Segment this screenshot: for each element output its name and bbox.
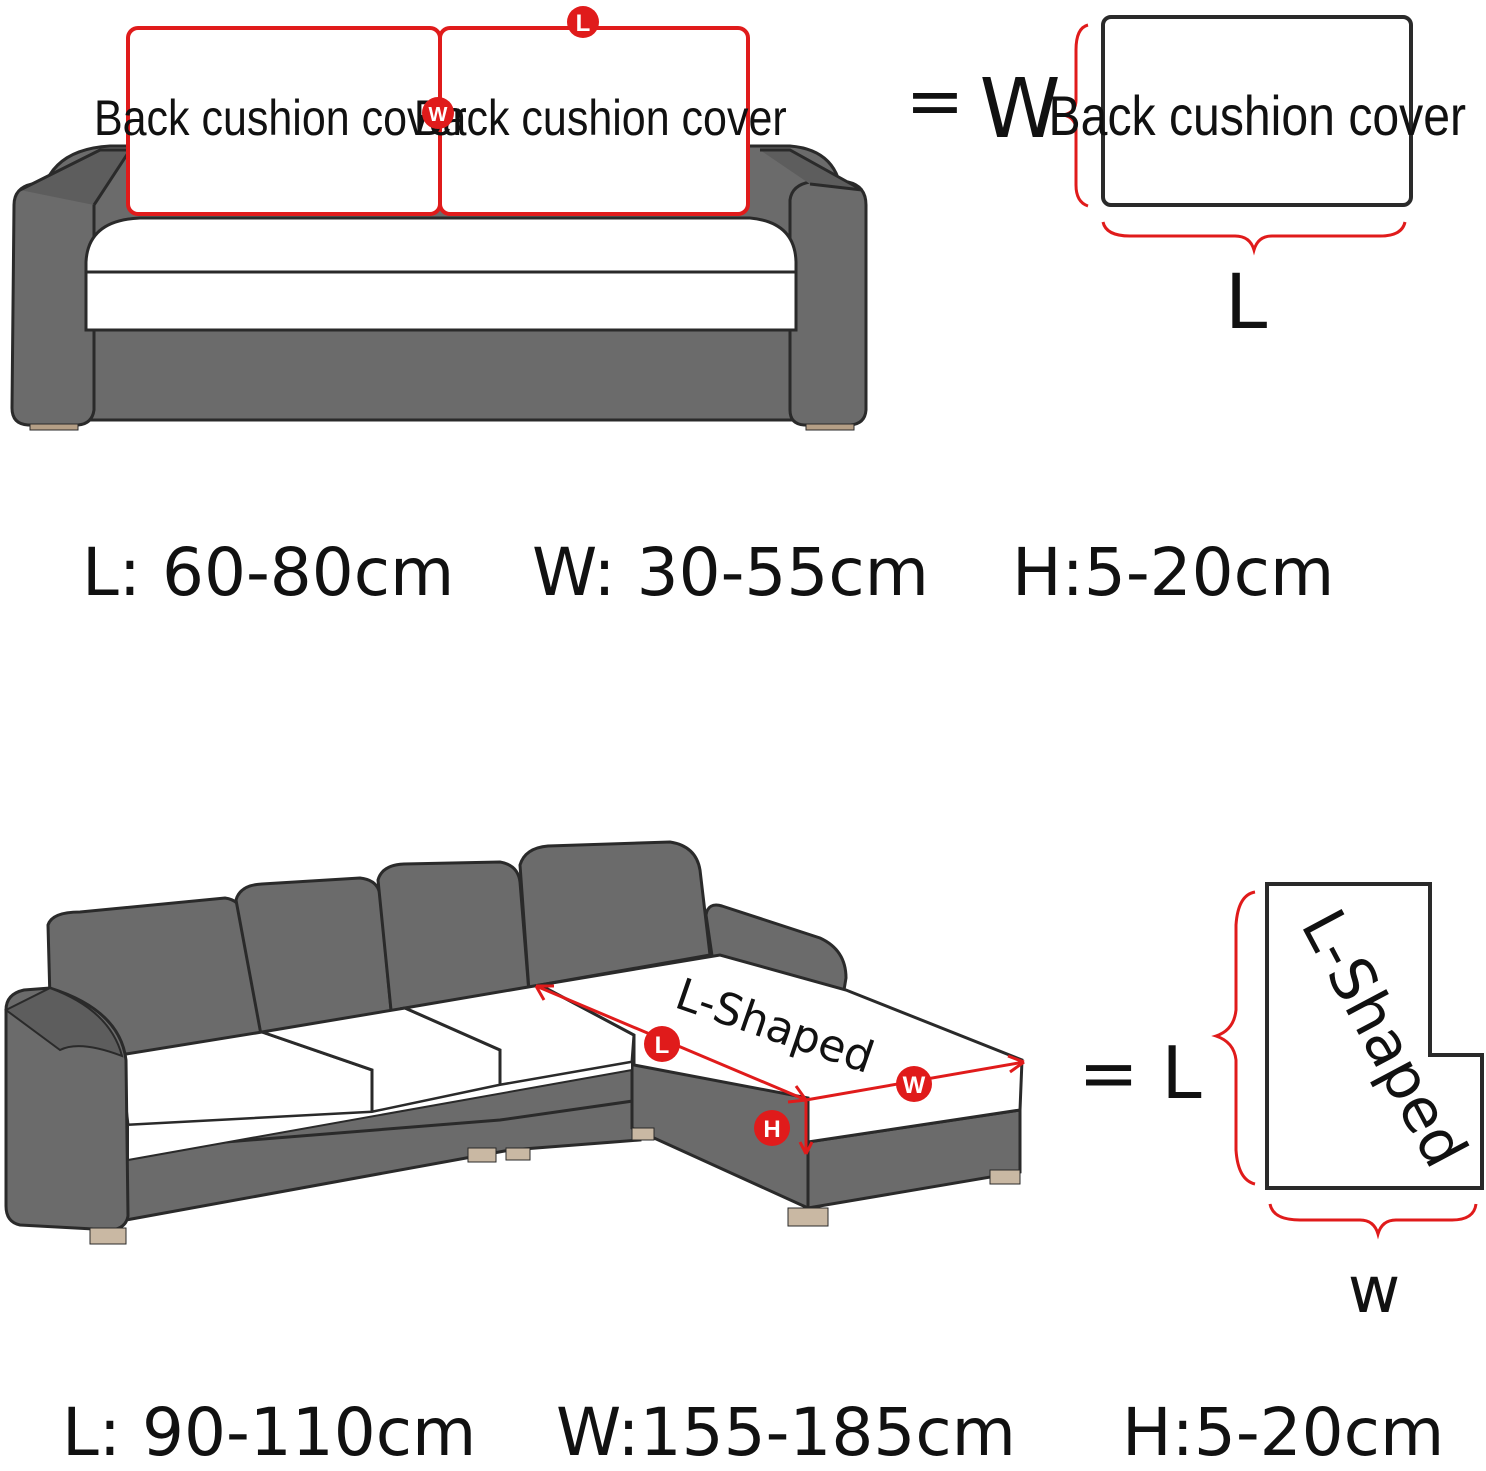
brace-w-bottom [1268,1203,1478,1240]
detail-back-cushion [1101,15,1413,207]
top-sofa-base [86,320,800,422]
bottom-dim-l: L: 90-110cm [62,1394,477,1471]
equals-top: = [906,60,965,142]
top-dim-h: H:5-20cm [1012,534,1335,611]
marker-w-bottom [896,1066,932,1102]
marker-w-top-text: W [429,104,448,126]
equals-l-label: = L [1078,1031,1201,1115]
top-sofa-left-arm [10,178,96,427]
detail-l-label: L [1225,257,1267,346]
detail-label-top: Back cushion cover [1049,86,1467,148]
bottom-dim-w: W:155-185cm [556,1394,1016,1471]
marker-h-bottom-text: H [763,1116,780,1143]
cushion-right-label: Back cushion cover [414,90,787,146]
top-dim-l: L: 60-80cm [82,534,455,611]
bottom-dim-h: H:5-20cm [1122,1394,1445,1471]
brace-l [1101,221,1407,256]
top-seat-cushion [84,216,798,332]
marker-h-bottom [754,1110,790,1146]
brace-l-bottom [1211,890,1256,1186]
marker-l-top-text: L [576,10,591,37]
brace-w [1063,23,1089,208]
marker-l-bottom-text: L [655,1032,670,1059]
cushion-left-label: Back cushion cover [94,90,467,146]
marker-l-bottom [644,1026,680,1062]
marker-w-bottom-text: W [903,1072,926,1099]
top-sofa-right-arm [788,180,868,427]
detail-l-shape [1265,882,1484,1190]
top-dim-w: W: 30-55cm [532,534,929,611]
marker-l-top [567,6,599,38]
top-sofa: Back cushion cover Back cushion cover L … [10,6,868,431]
detail-w-label: w [1348,1254,1400,1328]
back-cushion-4 [518,840,712,1011]
l-shaped-sofa: L-Shaped L W H [4,840,1025,1245]
side-w-label: W [979,62,1060,157]
marker-w-top [422,97,454,129]
